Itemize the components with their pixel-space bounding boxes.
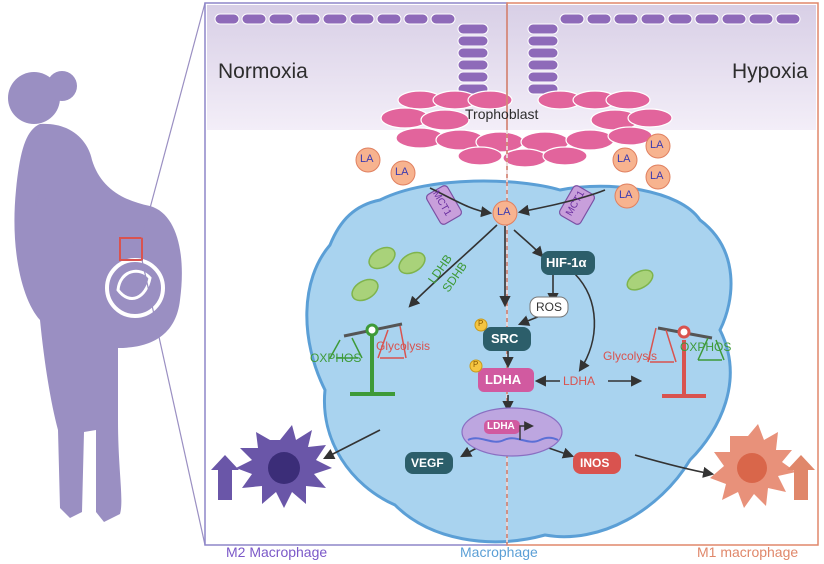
lactate-molecules — [355, 133, 671, 226]
m1-up-arrow-icon — [787, 455, 815, 500]
dna-strand — [467, 436, 559, 443]
m2-up-arrow-icon — [211, 455, 239, 500]
m2-macrophage — [236, 425, 332, 508]
ldha-box — [478, 368, 534, 392]
mitochondria — [351, 246, 654, 302]
m1-macrophage — [710, 424, 796, 508]
trophoblast-cells — [380, 90, 673, 168]
ros-box — [529, 296, 569, 318]
phospho-src — [474, 318, 488, 332]
transcription-arrow — [519, 421, 534, 440]
fetus-icon — [116, 269, 152, 300]
balance-left — [329, 322, 407, 396]
src-box — [483, 327, 531, 351]
zoom-line-bottom — [141, 259, 206, 546]
pathway-arrows — [322, 187, 715, 478]
balance-right — [647, 325, 725, 398]
pregnant-woman-silhouette — [8, 71, 182, 523]
zoom-line-top — [141, 2, 206, 239]
mct1-right — [558, 185, 596, 225]
villus-cells — [214, 13, 801, 95]
phospho-ldha — [469, 359, 483, 373]
vegf-box — [405, 452, 453, 474]
ldha-nucleus-box — [484, 420, 520, 434]
hif-box — [541, 251, 595, 275]
zoom-box — [119, 237, 143, 261]
tissue-background — [207, 5, 816, 130]
inos-box — [573, 452, 621, 474]
